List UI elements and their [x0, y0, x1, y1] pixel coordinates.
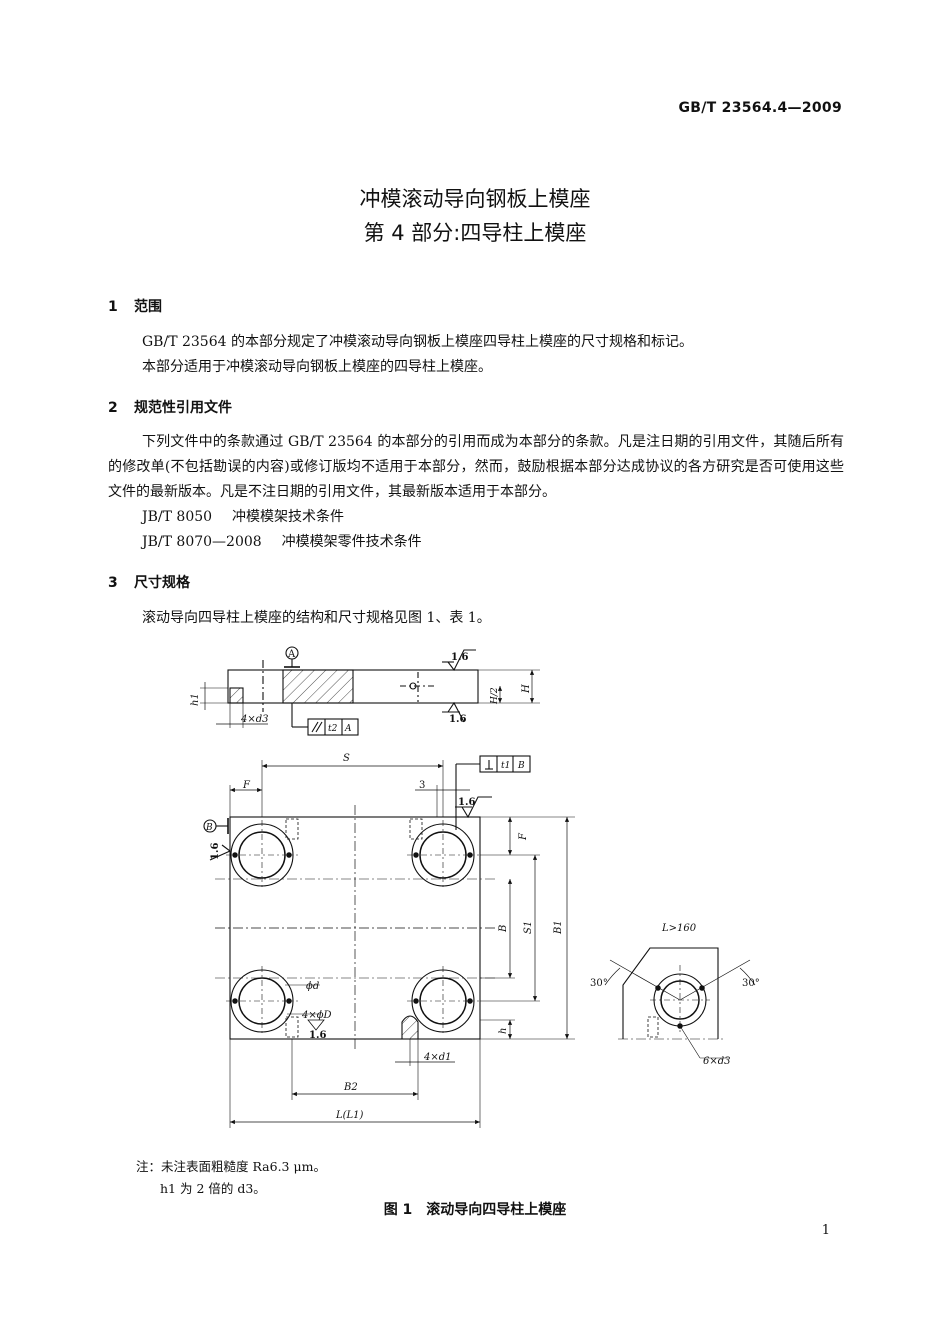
s1-dim-label: S1: [523, 921, 534, 934]
section-2-heading: 2 规范性引用文件: [108, 397, 232, 417]
h-small-dim-label: h: [498, 1028, 509, 1034]
reference-name: 冲模模架技术条件: [232, 509, 345, 525]
section-title: 范围: [134, 299, 162, 315]
detail-condition-label: L>160: [661, 923, 697, 934]
detail-view: [604, 947, 756, 1059]
reference-code: JB/T 8070—2008: [142, 534, 262, 550]
standard-code: GB/T 23564.4—2009: [678, 100, 842, 116]
section-1-paragraph-1: GB/T 23564 的本部分规定了冲模滚动导向钢板上模座四导柱上模座的尺寸规格…: [142, 334, 693, 350]
datum-a-label: A: [287, 649, 296, 660]
b1-dim-label: B1: [553, 920, 564, 935]
roughness-label: 1.6: [210, 843, 221, 860]
section-title: 尺寸规格: [134, 575, 190, 591]
section-1-heading: 1 范围: [108, 296, 162, 316]
section-2-paragraph-1: 下列文件中的条款通过 GB/T 23564 的本部分的引用而成为本部分的条款。凡…: [108, 434, 844, 500]
four-d3-label: 4×d3: [240, 714, 269, 725]
parallel-tol-label: t2: [328, 724, 338, 734]
guide-hole-bottom-left: [226, 966, 298, 1036]
b2-dim-label: B2: [343, 1082, 358, 1093]
b-dim-label: B: [498, 925, 509, 933]
perp-tol-label: t1: [501, 761, 510, 771]
figure-note: h1 为 2 倍的 d3。: [160, 1181, 266, 1196]
h-dim-label: H: [521, 684, 532, 694]
six-d3-label: 6×d3: [703, 1056, 731, 1067]
section-3-heading: 3 尺寸规格: [108, 572, 190, 592]
guide-hole-top-right: [407, 820, 479, 890]
side-view-hatched-section: [282, 669, 354, 704]
figure-caption: 图 1 滚动导向四导柱上模座: [383, 1202, 567, 1218]
reference-name: 冲模模架零件技术条件: [281, 534, 422, 550]
roughness-label: 1.6: [451, 652, 468, 663]
top-view: [203, 755, 575, 1128]
four-d1-label: 4×d1: [423, 1052, 452, 1063]
page-number: 1: [821, 1223, 830, 1238]
three-dim-label: 3: [419, 780, 425, 791]
section-title: 规范性引用文件: [134, 400, 232, 416]
section-3-paragraph-1: 滚动导向四导柱上模座的结构和尺寸规格见图 1、表 1。: [142, 610, 491, 626]
roughness-label: 1.6: [309, 1030, 326, 1041]
section-number: 3: [108, 575, 118, 591]
guide-hole-top-left: [226, 820, 298, 890]
perp-ref-label: B: [517, 761, 525, 771]
reference-code: JB/T 8050: [142, 509, 213, 525]
f-dim-label: F: [242, 780, 251, 791]
reference-item: JB/T 8050 冲模模架技术条件: [142, 506, 344, 526]
reference-item: JB/T 8070—2008 冲模模架零件技术条件: [142, 531, 422, 551]
parallel-ref-label: A: [344, 724, 352, 734]
h1-dim-label: h1: [190, 693, 201, 706]
l-dim-label: L(L1): [335, 1110, 364, 1121]
guide-hole-bottom-right: [407, 966, 479, 1036]
phi-d-label: ϕd: [306, 981, 319, 992]
document-title-line1: 冲模滚动导向钢板上模座: [359, 187, 591, 211]
angle-left-label: 30°: [590, 978, 608, 989]
section-1-paragraph-2: 本部分适用于冲模滚动导向钢板上模座的四导柱上模座。: [142, 359, 492, 375]
section-number: 2: [108, 400, 118, 416]
angle-right-label: 30°: [742, 978, 760, 989]
side-view: [200, 646, 540, 736]
roughness-label: 1.6: [449, 714, 466, 725]
datum-b-label: B: [205, 823, 213, 833]
document-title-line2: 第 4 部分:四导柱上模座: [363, 221, 587, 245]
section-number: 1: [108, 299, 118, 315]
side-view-tapped-hole: [229, 687, 244, 704]
four-phi-big-d-label: 4×ϕD: [301, 1010, 332, 1021]
figure-note: 注：未注表面粗糙度 Ra6.3 μm。: [136, 1159, 326, 1174]
s-dim-label: S: [343, 753, 350, 764]
roughness-label: 1.6: [458, 797, 475, 808]
h-half-dim-label: H/2: [490, 687, 500, 705]
f-right-dim-label: F: [518, 832, 529, 841]
